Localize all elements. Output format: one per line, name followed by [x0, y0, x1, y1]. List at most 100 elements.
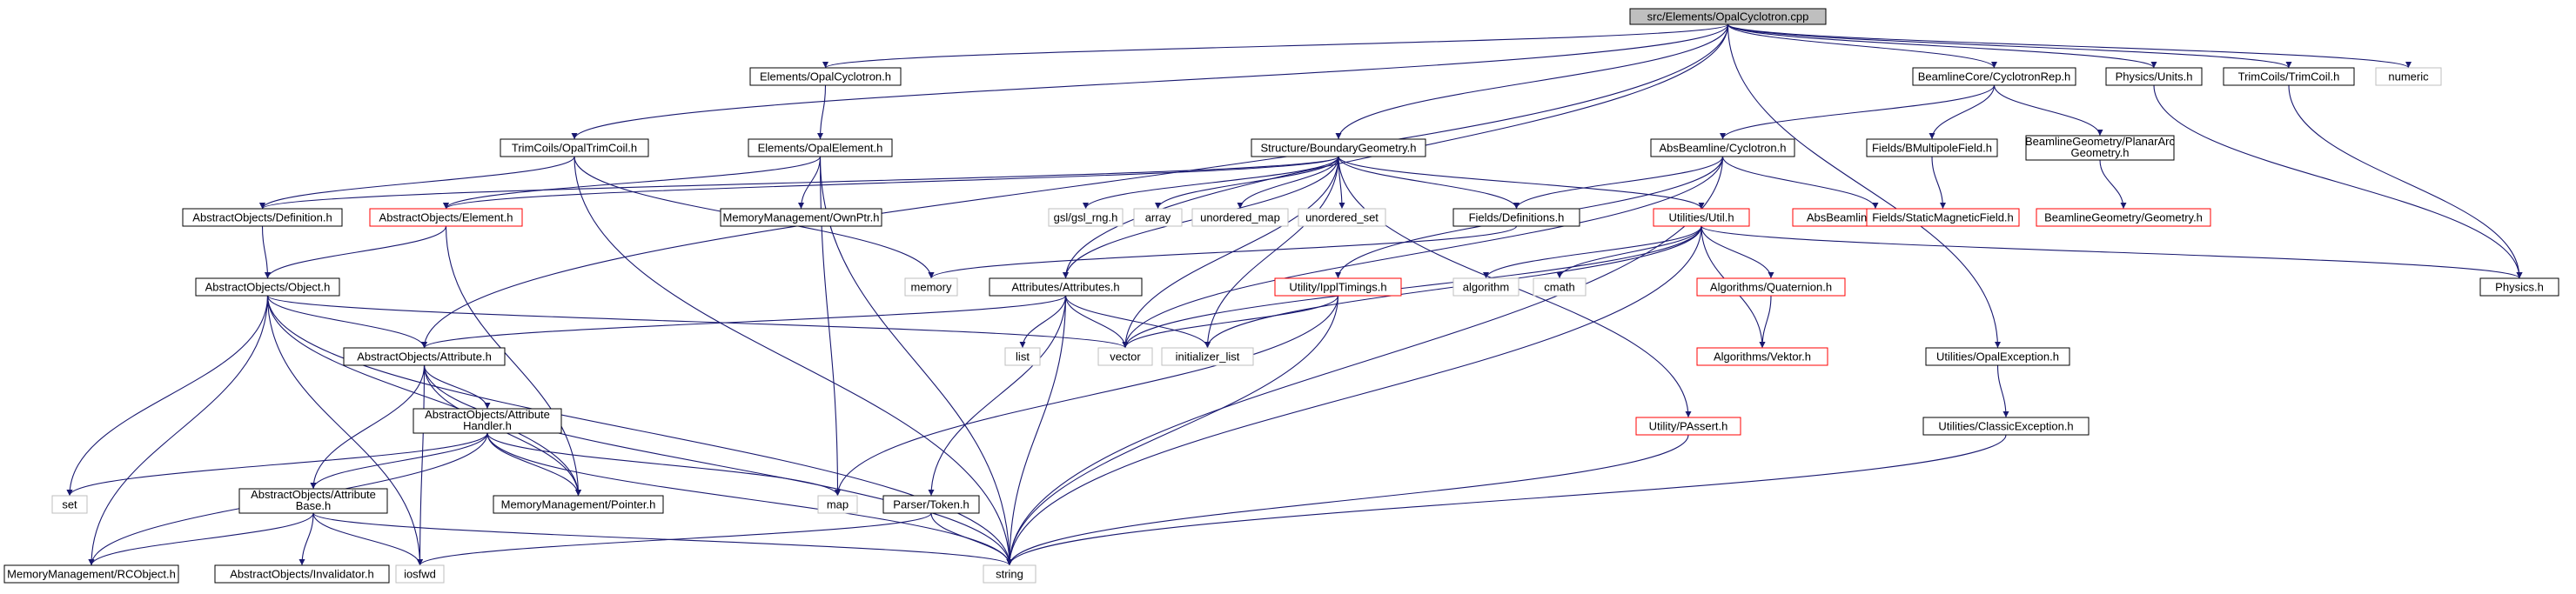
node-vector: vector: [1097, 347, 1153, 366]
node-physics[interactable]: Physics.h: [2479, 277, 2559, 297]
edge-aoattrbase-to-iosfwd: [312, 512, 423, 566]
node-opalelement[interactable]: Elements/OpalElement.h: [748, 138, 893, 157]
node-label-aodef: AbstractObjects/Definition.h: [192, 211, 332, 224]
node-boundgeom[interactable]: Structure/BoundaryGeometry.h: [1251, 138, 1426, 157]
node-bcrep[interactable]: BeamlineCore/CyclotronRep.h: [1912, 67, 2076, 86]
node-label-trimcoils_opal: TrimCoils/OpalTrimCoil.h: [512, 142, 637, 155]
node-ownptr[interactable]: MemoryManagement/OwnPtr.h: [720, 208, 882, 227]
node-aoobject[interactable]: AbstractObjects/Object.h: [195, 277, 340, 297]
node-passert[interactable]: Utility/PAssert.h: [1635, 417, 1741, 436]
node-cmath: cmath: [1533, 277, 1587, 297]
node-invalidator[interactable]: AbstractObjects/Invalidator.h: [214, 564, 390, 584]
edge-aoelem-to-aoobject: [265, 225, 447, 279]
node-label-list: list: [1016, 350, 1030, 364]
node-box-vektor: [1696, 347, 1828, 366]
node-box-trimcoils_opal: [500, 138, 649, 157]
edge-classicexc-to-string: [1006, 434, 2007, 566]
edge-boundgeom-to-fielddefs: [1338, 156, 1519, 210]
node-label-gsl: gsl/gsl_rng.h: [1054, 211, 1118, 224]
edge-aodef-to-aoobject: [261, 225, 271, 279]
node-label-aoattrbase-line1: AbstractObjects/Attribute: [251, 488, 376, 501]
node-gsl: gsl/gsl_rng.h: [1048, 208, 1124, 227]
node-label-bggeom: BeamlineGeometry/Geometry.h: [2044, 211, 2203, 224]
edge-aoattribute-to-aoattrhandler: [423, 364, 491, 410]
edge-aoobject-to-set: [66, 295, 269, 497]
node-aoattribute[interactable]: AbstractObjects/Attribute.h: [343, 347, 506, 366]
edge-abscyc-to-fielddefs: [1513, 156, 1724, 210]
node-rcobject[interactable]: MemoryManagement/RCObject.h: [3, 564, 179, 584]
edge-aoattrhandler-to-map: [486, 432, 841, 497]
node-box-opalelement: [748, 138, 893, 157]
node-label-aoelem: AbstractObjects/Element.h: [379, 211, 513, 224]
edge-attrattr-to-parsertoken: [928, 295, 1067, 497]
node-aodef[interactable]: AbstractObjects/Definition.h: [182, 208, 343, 227]
node-box-physunits: [2105, 67, 2203, 86]
node-aoelem[interactable]: AbstractObjects/Element.h: [369, 208, 523, 227]
node-quaternion[interactable]: Algorithms/Quaternion.h: [1696, 277, 1846, 297]
node-abscyc[interactable]: AbsBeamline/Cyclotron.h: [1650, 138, 1795, 157]
node-ippltimings[interactable]: Utility/IpplTimings.h: [1274, 277, 1402, 297]
node-bggeom[interactable]: BeamlineGeometry/Geometry.h: [2036, 208, 2211, 227]
node-initlist: initializer_list: [1161, 347, 1254, 366]
edge-opalelement-to-aoelem: [443, 156, 822, 210]
node-label-string: string: [996, 568, 1023, 581]
node-box-passert: [1635, 417, 1741, 436]
edge-opalexc-to-classicexc: [1996, 364, 2009, 418]
edge-aoobject-to-mmpointer: [266, 295, 581, 497]
node-label-map: map: [827, 498, 849, 511]
node-staticmag[interactable]: Fields/StaticMagneticField.h: [1866, 208, 2020, 227]
node-bmultipole[interactable]: Fields/BMultipoleField.h: [1866, 138, 1998, 157]
edge-aoattrbase-to-rcobject: [88, 512, 314, 566]
node-classicexc[interactable]: Utilities/ClassicException.h: [1922, 417, 2090, 436]
node-box-invalidator: [214, 564, 390, 584]
edge-aoattribute-to-aoattrbase: [310, 364, 426, 490]
node-list: list: [1004, 347, 1041, 366]
edge-utilutil-to-string: [1006, 225, 1702, 566]
node-box-abscyc: [1650, 138, 1795, 157]
node-box-mmpointer: [493, 495, 664, 514]
edge-boundgeom-to-initlist: [1204, 156, 1339, 349]
node-label-invalidator: AbstractObjects/Invalidator.h: [230, 568, 373, 581]
node-vektor[interactable]: Algorithms/Vektor.h: [1696, 347, 1828, 366]
edge-abscyc-to-vector: [1122, 156, 1724, 349]
node-label-ippltimings: Utility/IpplTimings.h: [1289, 281, 1386, 294]
edge-aoattrbase-to-invalidator: [299, 512, 314, 566]
node-algorithm: algorithm: [1452, 277, 1519, 297]
node-trimcoils_opal[interactable]: TrimCoils/OpalTrimCoil.h: [500, 138, 649, 157]
edge-boundgeom-to-aodef: [259, 156, 1339, 210]
edge-physunits-to-physics: [2153, 84, 2523, 279]
node-umap: unordered_map: [1191, 208, 1289, 227]
edge-root-to-opalexc: [1727, 23, 2001, 349]
edge-aoattrbase-to-string: [312, 512, 1013, 566]
node-elemcyc[interactable]: Elements/OpalCyclotron.h: [749, 67, 902, 86]
node-fielddefs[interactable]: Fields/Definitions.h: [1452, 208, 1580, 227]
node-trimcoil[interactable]: TrimCoils/TrimCoil.h: [2223, 67, 2355, 86]
edge-root-to-trimcoil: [1727, 23, 2292, 69]
node-box-initlist: [1161, 347, 1254, 366]
node-opalexc[interactable]: Utilities/OpalException.h: [1925, 347, 2070, 366]
node-label-cmath: cmath: [1544, 281, 1574, 294]
node-physunits[interactable]: Physics/Units.h: [2105, 67, 2203, 86]
node-box-numeric: [2375, 67, 2442, 86]
node-utilutil[interactable]: Utilities/Util.h: [1653, 208, 1750, 227]
node-mmpointer[interactable]: MemoryManagement/Pointer.h: [493, 495, 664, 514]
edge-aoattribute-to-string: [423, 364, 1013, 566]
node-box-iosfwd: [395, 564, 445, 584]
edge-root-to-trimcoils_opal: [571, 23, 1729, 140]
edge-root-to-bcrep: [1727, 23, 1997, 69]
node-label-planararc-line2: Geometry.h: [2071, 146, 2130, 159]
node-label-bcrep: BeamlineCore/CyclotronRep.h: [1918, 70, 2071, 83]
node-label-vector: vector: [1110, 350, 1141, 364]
edge-aoobject-to-vector: [266, 295, 1129, 349]
node-box-memory: [904, 277, 958, 297]
edge-attrattr-to-string: [1006, 295, 1067, 566]
edge-aoattrhandler-to-string: [486, 432, 1013, 566]
node-parsertoken[interactable]: Parser/Token.h: [882, 495, 980, 514]
node-attrattr[interactable]: Attributes/Attributes.h: [989, 277, 1143, 297]
node-root[interactable]: src/Elements/OpalCyclotron.cpp: [1629, 8, 1827, 25]
edge-parsertoken-to-string: [930, 512, 1013, 566]
